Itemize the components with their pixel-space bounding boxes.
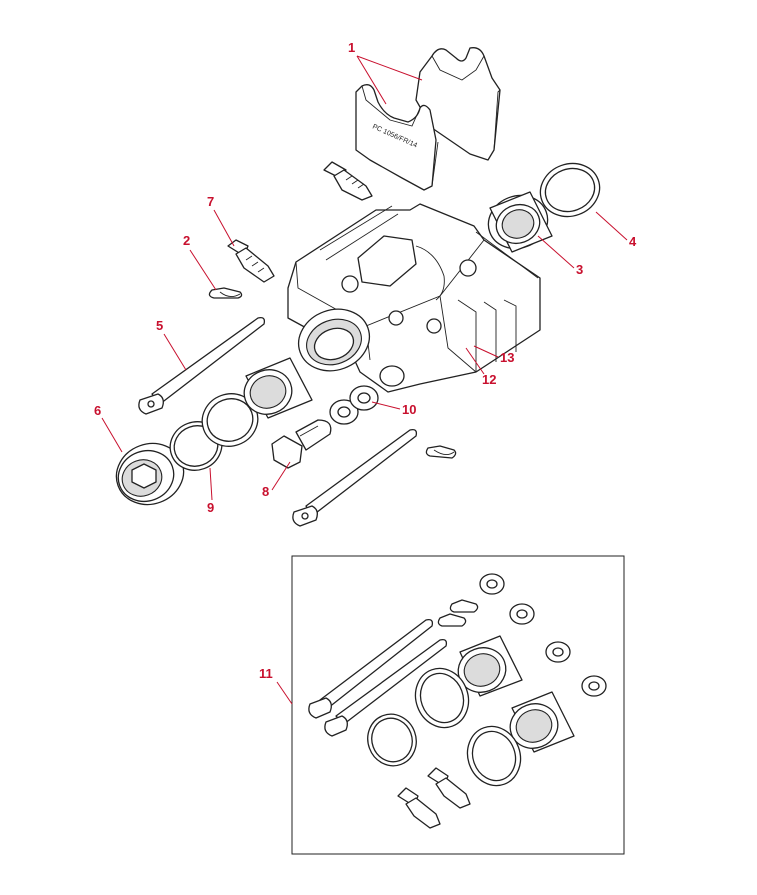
bleed-nipple-top [323, 161, 373, 201]
piston-front [243, 357, 313, 419]
svg-text:8: 8 [262, 484, 269, 499]
svg-text:10: 10 [402, 402, 416, 417]
r-clip-lower [425, 445, 457, 459]
callout-10: 10 [371, 401, 416, 417]
bleed-nipple-7 [227, 239, 275, 283]
callout-11: 11 [259, 666, 293, 705]
svg-text:11: 11 [259, 666, 273, 681]
brake-pad-rear [415, 47, 501, 161]
retaining-pin-5 [138, 316, 266, 415]
svg-text:6: 6 [94, 403, 101, 418]
callout-2: 2 [183, 233, 217, 291]
washers-10 [329, 385, 379, 425]
piston-3 [487, 191, 553, 253]
callout-13: 13 [473, 345, 514, 365]
callout-12: 12 [465, 347, 496, 387]
brake-pad-front: PC 1056/FR/14 [355, 84, 439, 191]
r-clip-2 [208, 287, 243, 299]
svg-text:5: 5 [156, 318, 163, 333]
callout-1: 1 [348, 40, 423, 105]
svg-text:7: 7 [207, 194, 214, 209]
callout-4: 4 [595, 211, 637, 249]
repair-kit-box-11 [291, 555, 625, 855]
svg-text:13: 13 [500, 350, 514, 365]
svg-text:3: 3 [576, 262, 583, 277]
svg-text:2: 2 [183, 233, 190, 248]
svg-text:12: 12 [482, 372, 496, 387]
bolt-8 [271, 419, 332, 469]
callout-7: 7 [207, 194, 235, 247]
svg-text:1: 1 [348, 40, 355, 55]
callout-5: 5 [156, 318, 187, 371]
callout-3: 3 [537, 235, 583, 277]
piston-cap-6 [115, 442, 185, 506]
caliper-body [287, 203, 541, 393]
callout-8: 8 [262, 461, 291, 499]
seal-ring-4 [539, 162, 601, 218]
retaining-pin-lower [292, 428, 418, 527]
callout-6: 6 [94, 403, 123, 453]
svg-text:9: 9 [207, 500, 214, 515]
svg-text:4: 4 [629, 234, 637, 249]
callout-9: 9 [207, 467, 214, 515]
outer-seal-ring [201, 393, 259, 447]
